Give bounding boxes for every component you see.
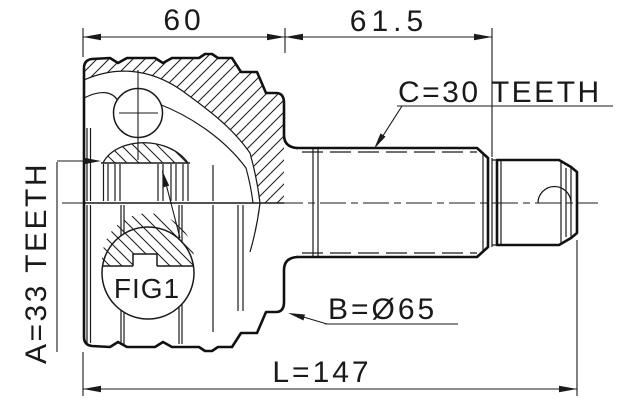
- fig1-label: FIG1: [114, 273, 180, 304]
- outer-race-section-hatch: [84, 54, 284, 203]
- ball-centerlines: [119, 70, 158, 160]
- race-lower-exterior-lines: [86, 202, 261, 344]
- spline-shaft-outline: [295, 146, 490, 259]
- dim-60-label: 60: [163, 4, 204, 37]
- c-teeth-label: C=30 TEETH: [398, 76, 602, 109]
- spline-tooth-profile: [102, 253, 194, 267]
- dimension-arrowheads: [83, 33, 577, 393]
- dim-61-5-label: 61.5: [350, 5, 428, 38]
- detail-circle-fig1: [101, 213, 195, 320]
- b-diameter-label: B=Ø65: [328, 293, 437, 326]
- inner-spline-lines: [101, 162, 214, 201]
- overall-length-label: L=147: [272, 356, 371, 389]
- shaft-end-outline: [495, 158, 579, 247]
- inner-race-section-hatch: [103, 142, 188, 163]
- center-hole-dome: [537, 185, 572, 204]
- race-interior-lines: [83, 70, 261, 204]
- a-teeth-label: A=33 TEETH: [20, 162, 53, 364]
- dimension-lines: [56, 28, 613, 396]
